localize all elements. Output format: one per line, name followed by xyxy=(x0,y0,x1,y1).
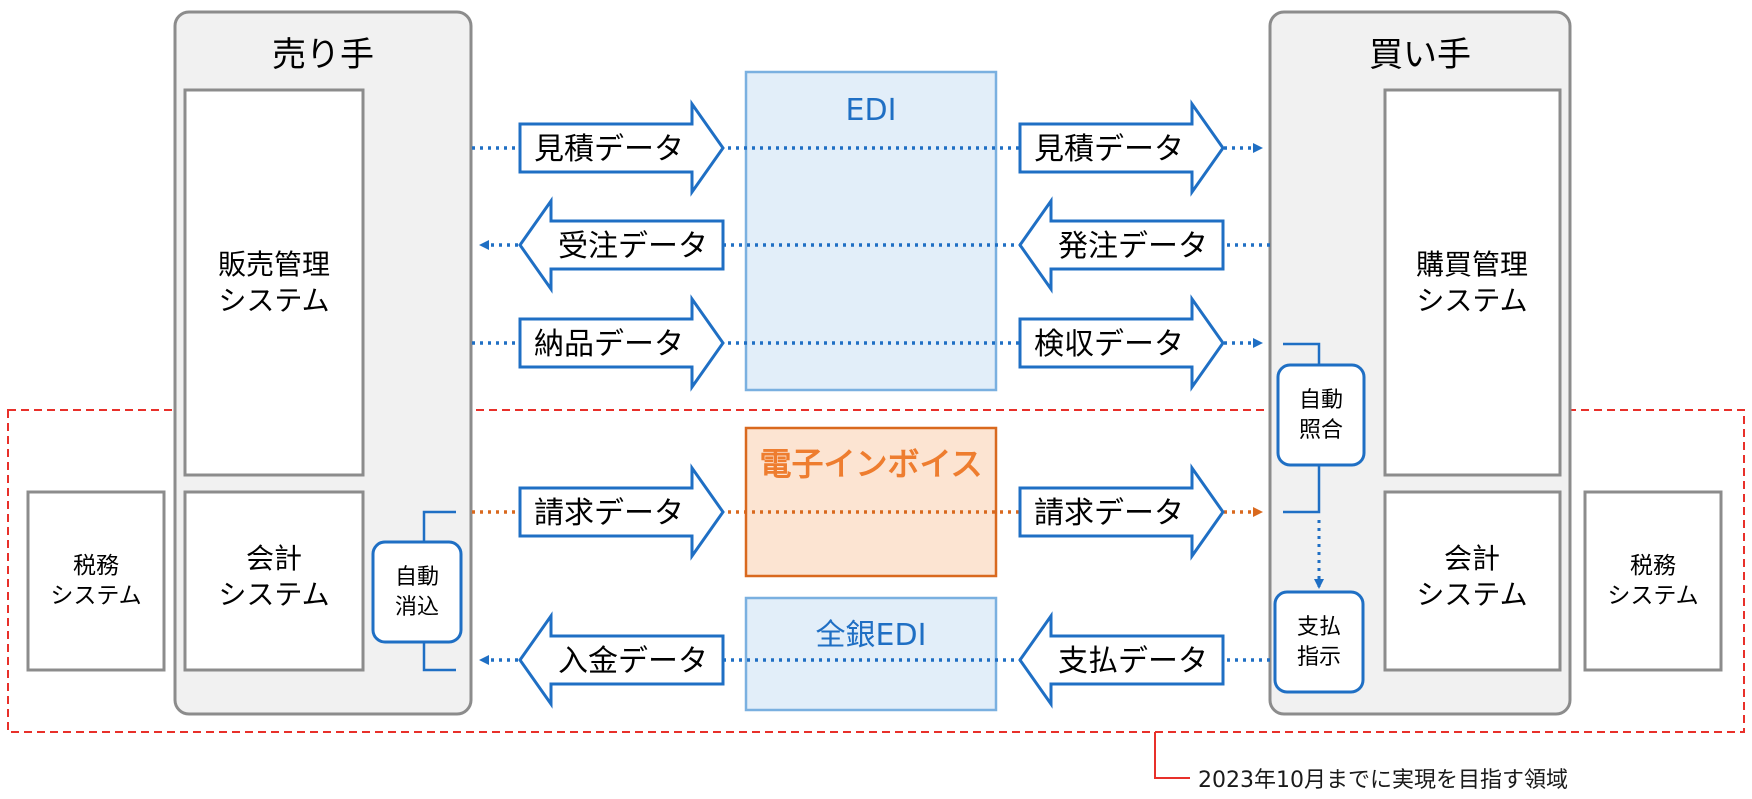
payment-instruction-label: 支払指示 xyxy=(1297,615,1341,670)
seller-tax-system-label: 税務システム xyxy=(50,553,141,609)
target-area-boundary xyxy=(7,409,1745,733)
auto-match-box xyxy=(1276,363,1366,467)
buyer-purchase-system-label: 購買管理システム xyxy=(1416,248,1528,317)
buyer-title: 買い手 xyxy=(1369,35,1471,75)
payment-data-label: 支払データ xyxy=(1058,644,1208,679)
seller-accounting-system-label: 会計システム xyxy=(218,542,329,611)
delivery-data-label: 納品データ xyxy=(534,327,684,362)
order-received-data-arrow: 受注データ xyxy=(518,196,725,294)
deposit-data-label: 入金データ xyxy=(558,644,708,679)
auto-reconcile-label: 自動消込 xyxy=(395,565,439,620)
order-placed-data-label: 発注データ xyxy=(1058,229,1208,264)
billing-data-label-right: 請求データ xyxy=(1034,496,1184,531)
edi-label: EDI xyxy=(846,93,897,128)
buyer-tax-system-box xyxy=(1583,490,1723,672)
billing-data-label-left: 請求データ xyxy=(534,496,684,531)
seller-tax-system-box xyxy=(26,490,166,672)
target-area-callout-line xyxy=(1154,732,1190,779)
buyer-accounting-system-box xyxy=(1383,490,1562,672)
payment-data-arrow: 支払データ xyxy=(1018,611,1225,709)
estimate-data-arrow-left: 見積データ xyxy=(518,99,725,197)
seller-sales-system-box xyxy=(183,88,365,477)
payment-instruction-box xyxy=(1273,590,1365,694)
inspection-data-arrow: 検収データ xyxy=(1018,294,1225,392)
buyer-accounting-system-label: 会計システム xyxy=(1416,542,1527,611)
estimate-data-label-left: 見積データ xyxy=(534,132,684,167)
buyer-tax-system-label: 税務システム xyxy=(1607,553,1698,609)
billing-data-arrow-right: 請求データ xyxy=(1018,463,1225,561)
einvoice-label: 電子インボイス xyxy=(759,445,982,483)
estimate-data-arrow-right: 見積データ xyxy=(1018,99,1225,197)
edi-box xyxy=(744,70,998,392)
seller-sales-system-label: 販売管理システム xyxy=(218,248,330,317)
buyer-purchase-system-box xyxy=(1383,88,1562,477)
seller-title: 売り手 xyxy=(272,35,374,75)
estimate-data-label-right: 見積データ xyxy=(1034,132,1184,167)
order-received-data-label: 受注データ xyxy=(558,229,708,264)
billing-data-arrow-left: 請求データ xyxy=(518,463,725,561)
auto-reconcile-box xyxy=(371,540,463,644)
delivery-data-arrow: 納品データ xyxy=(518,294,725,392)
zengin-edi-box xyxy=(744,596,998,712)
deposit-data-arrow: 入金データ xyxy=(518,611,725,709)
auto-match-label: 自動照合 xyxy=(1299,388,1343,443)
seller-accounting-system-box xyxy=(183,490,365,672)
zengin-edi-label: 全銀EDI xyxy=(816,618,927,653)
inspection-data-label: 検収データ xyxy=(1034,327,1184,362)
order-placed-data-arrow: 発注データ xyxy=(1018,196,1225,294)
target-area-note: 2023年10月までに実現を目指す領域 xyxy=(1198,768,1568,793)
einvoice-box xyxy=(744,426,998,578)
